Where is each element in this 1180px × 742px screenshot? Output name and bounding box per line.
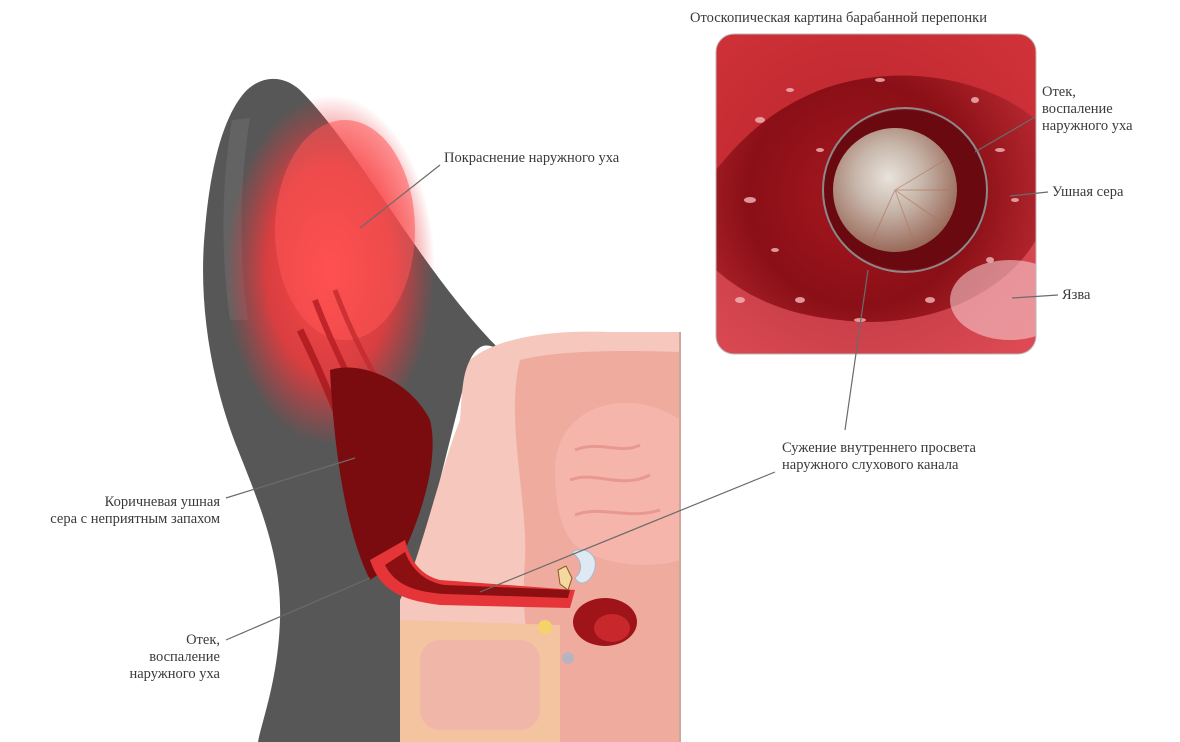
dog-ear-drawing — [203, 79, 680, 742]
otoscopy-title: Отоскопическая картина барабанной перепо… — [690, 10, 987, 27]
narrowing-label: Сужение внутреннего просвета наружного с… — [782, 440, 976, 474]
redness-label: Покраснение наружного уха — [444, 150, 619, 167]
ear-edema-label: Отек, воспаление наружного уха — [30, 632, 220, 683]
otoscopy-wax-label: Ушная сера — [1052, 184, 1123, 201]
otoscopy-edema-label: Отек, воспаление наружного уха — [1042, 84, 1133, 135]
brain — [555, 403, 680, 565]
brown-wax-label: Коричневая ушная сера с неприятным запах… — [30, 494, 220, 528]
otoscopy-ulcer-label: Язва — [1062, 287, 1091, 304]
otoscopic-view — [716, 34, 1070, 354]
